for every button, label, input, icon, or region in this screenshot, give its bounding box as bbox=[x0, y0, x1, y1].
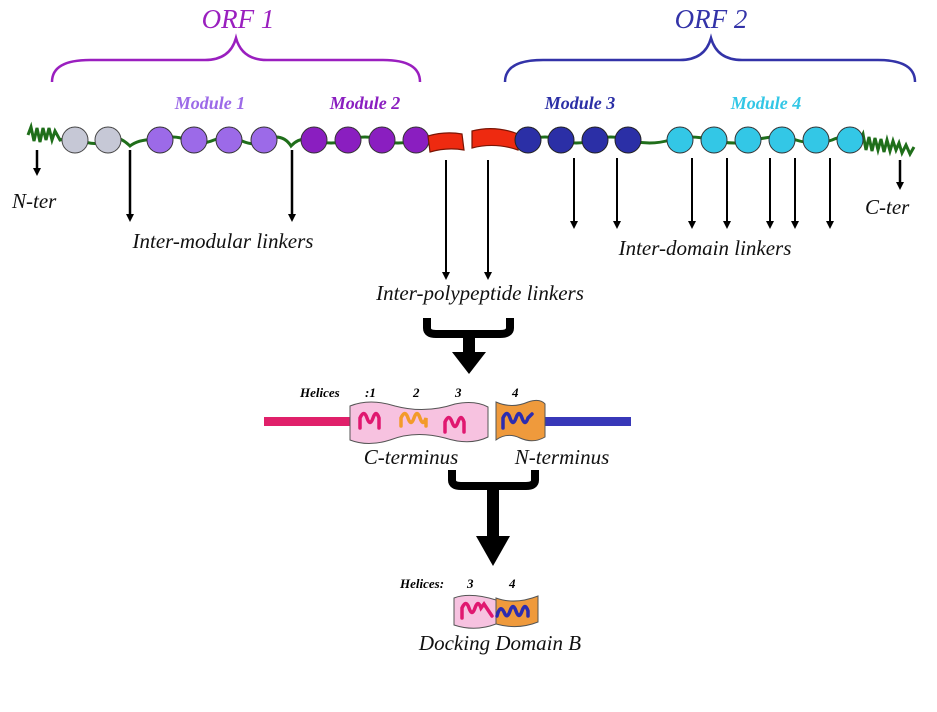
red-linker-orf2 bbox=[471, 128, 519, 151]
helix-1 bbox=[358, 411, 381, 430]
bracket-arrow-2 bbox=[448, 470, 539, 566]
docking-helix-3 bbox=[460, 600, 494, 620]
c-terminus-label: C-terminus bbox=[364, 445, 459, 469]
c-terminus-box bbox=[349, 401, 489, 444]
n-terminus-box bbox=[495, 399, 546, 442]
domain-module3 bbox=[547, 126, 575, 154]
domain-module4 bbox=[802, 126, 830, 154]
docking-domain-title: Docking Domain B bbox=[418, 631, 581, 655]
domain-module1 bbox=[180, 126, 208, 154]
helix-number-2: 2 bbox=[412, 385, 420, 400]
domain-module2 bbox=[368, 126, 396, 154]
domain-module1 bbox=[250, 126, 278, 154]
orf2-brace bbox=[503, 33, 917, 83]
domain-module4 bbox=[700, 126, 728, 154]
helix-4 bbox=[501, 411, 534, 430]
inter-domain-label: Inter-domain linkers bbox=[618, 236, 792, 260]
helix-number-1: :1 bbox=[365, 385, 376, 400]
domain-grey bbox=[61, 126, 89, 154]
domain-module1 bbox=[215, 126, 243, 154]
module2-label: Module 2 bbox=[329, 93, 401, 113]
inter-polypeptide-label: Inter-polypeptide linkers bbox=[375, 281, 584, 305]
orf2-label: ORF 2 bbox=[675, 4, 748, 34]
helix-3 bbox=[443, 415, 466, 434]
docking-helix-number-3: 3 bbox=[466, 576, 474, 591]
module4-label: Module 4 bbox=[730, 93, 802, 113]
domain-module4 bbox=[768, 126, 796, 154]
orf1-brace bbox=[50, 33, 422, 83]
helix-2 bbox=[399, 411, 428, 428]
domain-module3 bbox=[581, 126, 609, 154]
module1-label: Module 1 bbox=[174, 93, 246, 113]
orf1-label: ORF 1 bbox=[202, 4, 275, 34]
blue-bar bbox=[545, 417, 631, 426]
domain-module3 bbox=[614, 126, 642, 154]
inter-modular-label: Inter-modular linkers bbox=[132, 229, 314, 253]
docking-helix-4 bbox=[495, 604, 530, 618]
docking-helices-label: Helices: bbox=[399, 576, 444, 591]
domain-module2 bbox=[300, 126, 328, 154]
domain-grey bbox=[94, 126, 122, 154]
domain-module4 bbox=[734, 126, 762, 154]
c-ter-label: C-ter bbox=[865, 195, 910, 219]
n-ter-label: N-ter bbox=[11, 189, 57, 213]
domain-module4 bbox=[836, 126, 864, 154]
domain-module1 bbox=[146, 126, 174, 154]
red-linker-orf1 bbox=[427, 132, 465, 153]
docking-helix-number-4: 4 bbox=[508, 576, 516, 591]
pink-bar bbox=[264, 417, 352, 426]
domain-module4 bbox=[666, 126, 694, 154]
module3-label: Module 3 bbox=[544, 93, 616, 113]
helices-label: Helices bbox=[299, 385, 340, 400]
n-terminus-label: N-terminus bbox=[514, 445, 610, 469]
domain-module2 bbox=[402, 126, 430, 154]
domain-module2 bbox=[334, 126, 362, 154]
helix-number-4: 4 bbox=[511, 385, 519, 400]
helix-number-3: 3 bbox=[454, 385, 462, 400]
domain-module3 bbox=[514, 126, 542, 154]
bracket-arrow-1 bbox=[423, 318, 514, 374]
